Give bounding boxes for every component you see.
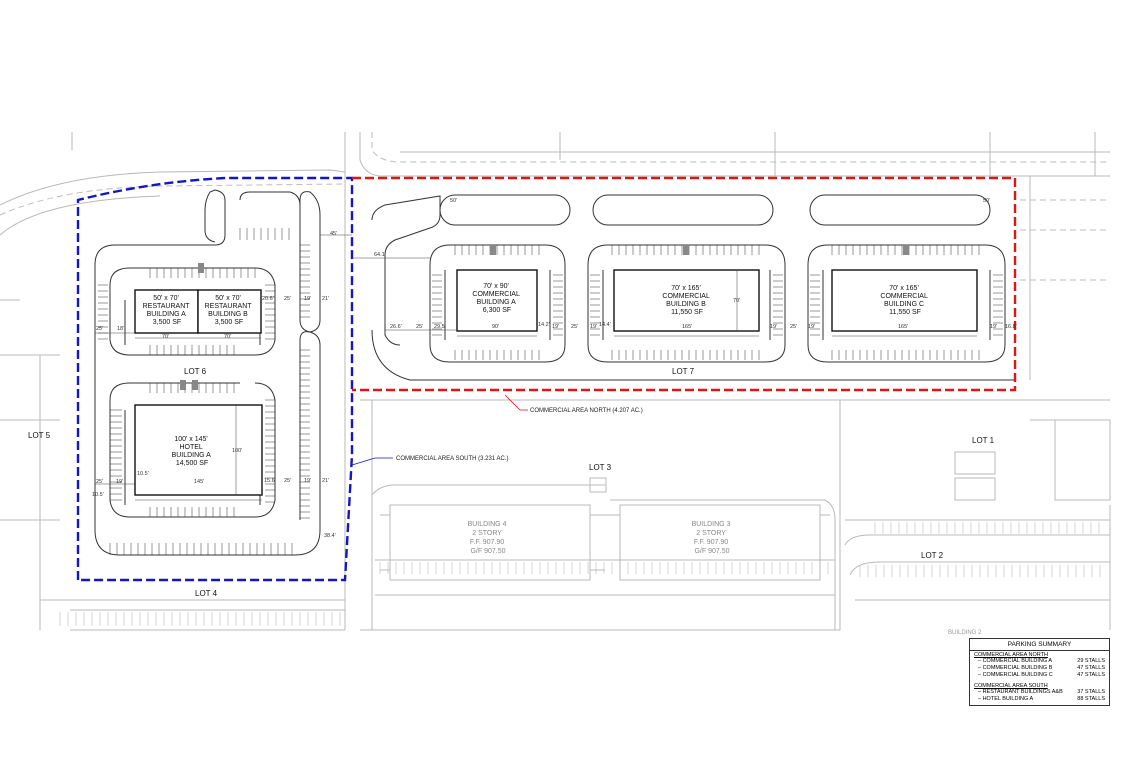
dim-label: 19' (552, 324, 559, 330)
dim-label: 19' (304, 478, 311, 484)
dim-label: 21' (322, 296, 329, 302)
commercial-a-label: 70' x 90' COMMERCIAL BUILDING A 6,300 SF (472, 283, 521, 314)
dim-label: 165' (898, 324, 908, 330)
dim-label: 70' (733, 298, 740, 304)
dim-label: 18' (117, 326, 124, 332)
dim-label: 64.1' (374, 252, 386, 258)
dim-label: 25' (571, 324, 578, 330)
row-value: 47 STALLS (1077, 665, 1105, 671)
table-row: – HOTEL BUILDING A 88 STALLS (970, 696, 1109, 703)
dim-label: 15.6' (264, 478, 276, 484)
dim-label: 19' (304, 296, 311, 302)
lot-4-label: LOT 4 (195, 589, 218, 598)
row-label: – COMMERCIAL BUILDING C (978, 672, 1053, 678)
dim-label: 25' (790, 324, 797, 330)
lot-5-label: LOT 5 (28, 431, 51, 440)
parking-summary-table: PARKING SUMMARY COMMERCIAL AREA NORTH – … (969, 638, 1110, 706)
leader-lines (351, 394, 528, 466)
row-label: – HOTEL BUILDING A (978, 696, 1034, 702)
dimension-lines (95, 234, 977, 501)
lot-3-label: LOT 3 (589, 463, 612, 472)
dim-label: 29.5' (434, 324, 446, 330)
lot-labels: LOT 5 LOT 6 LOT 7 LOT 4 LOT 3 LOT 1 LOT … (28, 367, 995, 598)
context-linework (0, 132, 1111, 631)
row-value: 29 STALLS (1077, 658, 1105, 664)
dim-label: 19' (770, 324, 777, 330)
commercial-building-a (456, 269, 538, 332)
dim-label: 20.6' (262, 296, 274, 302)
dim-label: 19' (590, 324, 597, 330)
hotel-building-a (134, 404, 263, 496)
commercial-area-north-boundary (352, 176, 1017, 392)
dim-label: 19' (990, 324, 997, 330)
dim-label: 14.4' (599, 322, 611, 328)
buildings (134, 269, 978, 496)
dim-label: 70' (224, 334, 231, 340)
lot-2-label: LOT 2 (921, 551, 944, 560)
lot3-buildings (375, 477, 835, 596)
commercial-building-b (613, 269, 760, 332)
dim-label: 165' (682, 324, 692, 330)
parking-summary-title: PARKING SUMMARY (970, 639, 1109, 651)
commercial-building-c (831, 269, 978, 332)
table-row: – COMMERCIAL BUILDING A 29 STALLS (970, 658, 1109, 665)
dim-label: 50' (450, 198, 457, 204)
dim-label: 45' (330, 231, 337, 237)
commercial-b-label: 70' x 165' COMMERCIAL BUILDING B 11,550 … (662, 285, 711, 316)
dim-label: 14.2' (538, 322, 550, 328)
dim-label: 25' (284, 478, 291, 484)
lot-1-label: LOT 1 (972, 436, 995, 445)
dim-label: 26.6' (390, 324, 402, 330)
restaurant-b-label: 50' x 70' RESTAURANT BUILDING B 3,500 SF (205, 295, 254, 326)
area-boundaries (76, 176, 1017, 582)
restaurant-building-a (134, 289, 199, 334)
row-value: 47 STALLS (1077, 672, 1105, 678)
dim-label: 90' (492, 324, 499, 330)
north-section-title: COMMERCIAL AREA NORTH (974, 652, 1048, 658)
row-value: 37 STALLS (1077, 689, 1105, 695)
commercial-area-south-boundary (76, 176, 354, 582)
dim-label: 50' (983, 198, 990, 204)
dim-label: 25' (96, 479, 103, 485)
dim-label: 25' (96, 326, 103, 332)
restaurant-building-b (197, 289, 262, 334)
building-labels: 50' x 70' RESTAURANT BUILDING A 3,500 SF… (143, 283, 982, 636)
dimension-labels: 25' 18' 70' 70' 20.6' 25' 19' 21' 45' 10… (92, 198, 1017, 539)
row-label: – COMMERCIAL BUILDING A (978, 658, 1053, 664)
hotel-a-label: 100' x 145' HOTEL BUILDING A 14,500 SF (172, 436, 213, 467)
lot-7-label: LOT 7 (672, 367, 695, 376)
row-value: 88 STALLS (1077, 696, 1105, 702)
lot-6-label: LOT 6 (184, 367, 207, 376)
table-row: – RESTAURANT BUILDINGS A&B 37 STALLS (970, 689, 1109, 696)
commercial-area-north-label: COMMERCIAL AREA NORTH (4.207 AC.) (530, 408, 643, 414)
dim-label: 100' (232, 448, 242, 454)
building-3-label: BUILDING 3 2 STORY F.F. 907.90 G/F 907.5… (692, 521, 733, 555)
table-row: – COMMERCIAL BUILDING B 47 STALLS (970, 665, 1109, 672)
dim-label: 21' (322, 478, 329, 484)
dim-label: 145' (194, 479, 204, 485)
dim-label: 19' (808, 324, 815, 330)
dim-label: 16.8' (1005, 324, 1017, 330)
restaurant-a-label: 50' x 70' RESTAURANT BUILDING A 3,500 SF (143, 295, 192, 326)
commercial-c-label: 70' x 165' COMMERCIAL BUILDING C 11,550 … (880, 285, 929, 316)
row-label: – COMMERCIAL BUILDING B (978, 665, 1053, 671)
building-2-label: BUILDING 2 (948, 630, 982, 636)
north-site-linework (371, 194, 1015, 381)
dim-label: 25' (284, 296, 291, 302)
accessible-stalls (180, 245, 909, 390)
parking-stalls (59, 228, 1101, 626)
dim-label: 10.5' (137, 471, 149, 477)
building-4-label: BUILDING 4 2 STORY F.F. 907.90 G/F 907.5… (468, 521, 509, 555)
south-section-title: COMMERCIAL AREA SOUTH (974, 683, 1048, 689)
dim-label: 25' (416, 324, 423, 330)
row-label: – RESTAURANT BUILDINGS A&B (978, 689, 1063, 695)
dim-label: 38.4' (324, 533, 336, 539)
dim-label: 19' (116, 479, 123, 485)
dim-label: 70' (162, 334, 169, 340)
commercial-area-south-label: COMMERCIAL AREA SOUTH (3.231 AC.) (396, 456, 508, 462)
table-row: – COMMERCIAL BUILDING C 47 STALLS (970, 672, 1109, 679)
dim-label: 10.5' (92, 492, 104, 498)
